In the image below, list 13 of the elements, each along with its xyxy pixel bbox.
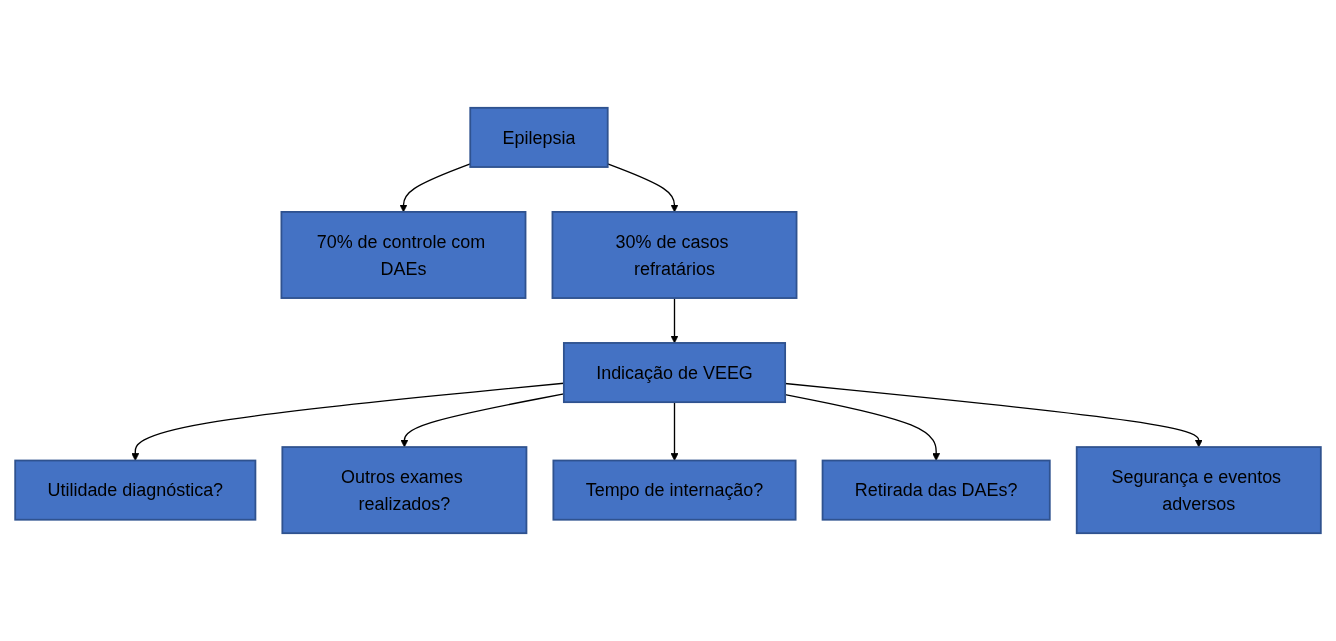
node-box: Segurança e eventos adversos [1075, 446, 1322, 535]
node-box: Outros exames realizados? [281, 446, 528, 535]
node-box: 70% de controle com DAEs [280, 211, 527, 299]
node-box: Tempo de internação? [552, 459, 797, 521]
arrow [670, 297, 679, 344]
node-box: 30% de casos refratários [551, 211, 798, 299]
node-box: Retirada das DAEs? [821, 459, 1051, 521]
node-box: Utilidade diagnóstica? [14, 459, 257, 521]
arrow [670, 401, 679, 461]
arrow [607, 163, 679, 213]
node-box: Indicação de VEEG [562, 342, 787, 404]
arrow [399, 163, 471, 213]
node-box: Epilepsia [469, 106, 609, 168]
